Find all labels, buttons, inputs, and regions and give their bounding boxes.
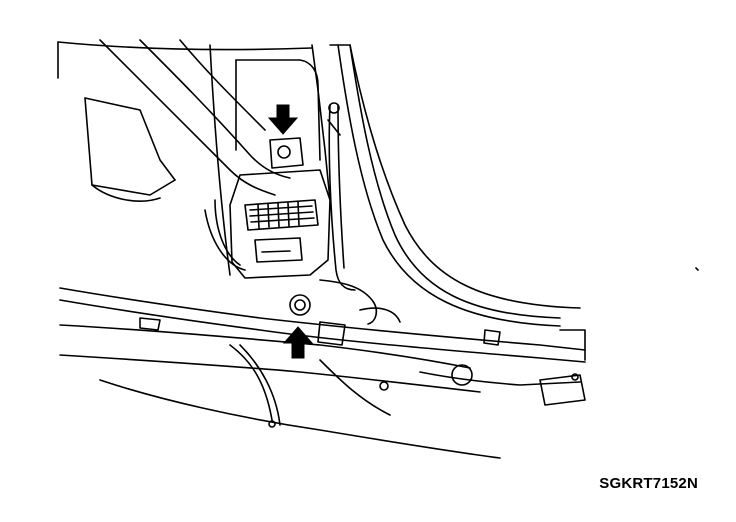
upper-bolt-arrow: [267, 104, 299, 135]
floor-sill: [59, 287, 586, 459]
control-module: [204, 137, 331, 279]
figure-code-label: SGKRT7152N: [599, 475, 698, 492]
stray-mark: [695, 267, 699, 271]
wiring-harness: [319, 102, 378, 325]
trim-strap: [57, 39, 291, 202]
lower-bolt-arrow: [282, 326, 314, 359]
pillar-panel: [57, 41, 581, 327]
